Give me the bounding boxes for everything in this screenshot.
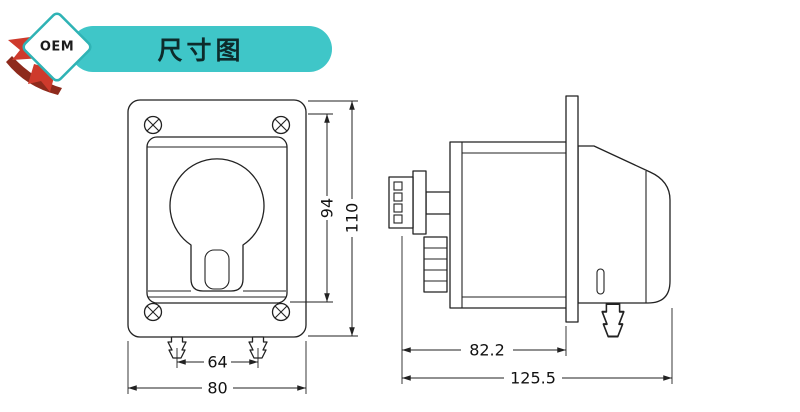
banner-title: 尺寸图 <box>157 36 245 65</box>
connector-pin <box>393 203 403 213</box>
dim-inner-height: 94 <box>290 113 337 303</box>
mounting-plate <box>565 95 579 323</box>
motor-body <box>449 141 568 309</box>
head-slot <box>596 268 605 295</box>
dimension-label: 125.5 <box>510 369 556 388</box>
connector-plate <box>412 170 427 235</box>
connector-4pin <box>388 176 414 229</box>
connector-stub <box>425 191 451 215</box>
dim-total-depth: 125.5 <box>402 308 673 388</box>
connector-pin <box>393 214 403 224</box>
connector-pin <box>393 192 403 202</box>
pump-head-side <box>577 145 671 304</box>
oem-badge: OEM <box>6 12 92 95</box>
screw-hole <box>271 302 291 322</box>
tube-guide <box>204 249 230 290</box>
connector-pin <box>393 181 403 191</box>
dim-body-depth: 82.2 <box>401 236 567 384</box>
dim-height: 110 <box>308 100 362 337</box>
dimension-label: 80 <box>207 379 227 398</box>
dimension-label: 64 <box>207 353 227 372</box>
dimension-label: 82.2 <box>469 341 505 360</box>
screw-hole <box>143 115 163 135</box>
pump-head-outline <box>169 158 265 292</box>
badge-label: OEM <box>40 40 74 55</box>
side-view: 82.2 125.5 <box>388 95 673 388</box>
tube-fitting-side <box>601 302 625 338</box>
dimension-label: 94 <box>318 198 337 218</box>
badge-diamond <box>22 12 92 82</box>
title-banner: 尺寸图 <box>70 26 332 72</box>
screw-hole <box>143 302 163 322</box>
dim-width: 80 <box>127 341 307 398</box>
front-view: 64 80 94 110 <box>127 99 362 398</box>
terminal-block <box>423 236 448 293</box>
dimension-label: 110 <box>343 203 362 234</box>
dim-nozzle-spacing: 64 <box>176 348 259 372</box>
screw-hole <box>271 115 291 135</box>
